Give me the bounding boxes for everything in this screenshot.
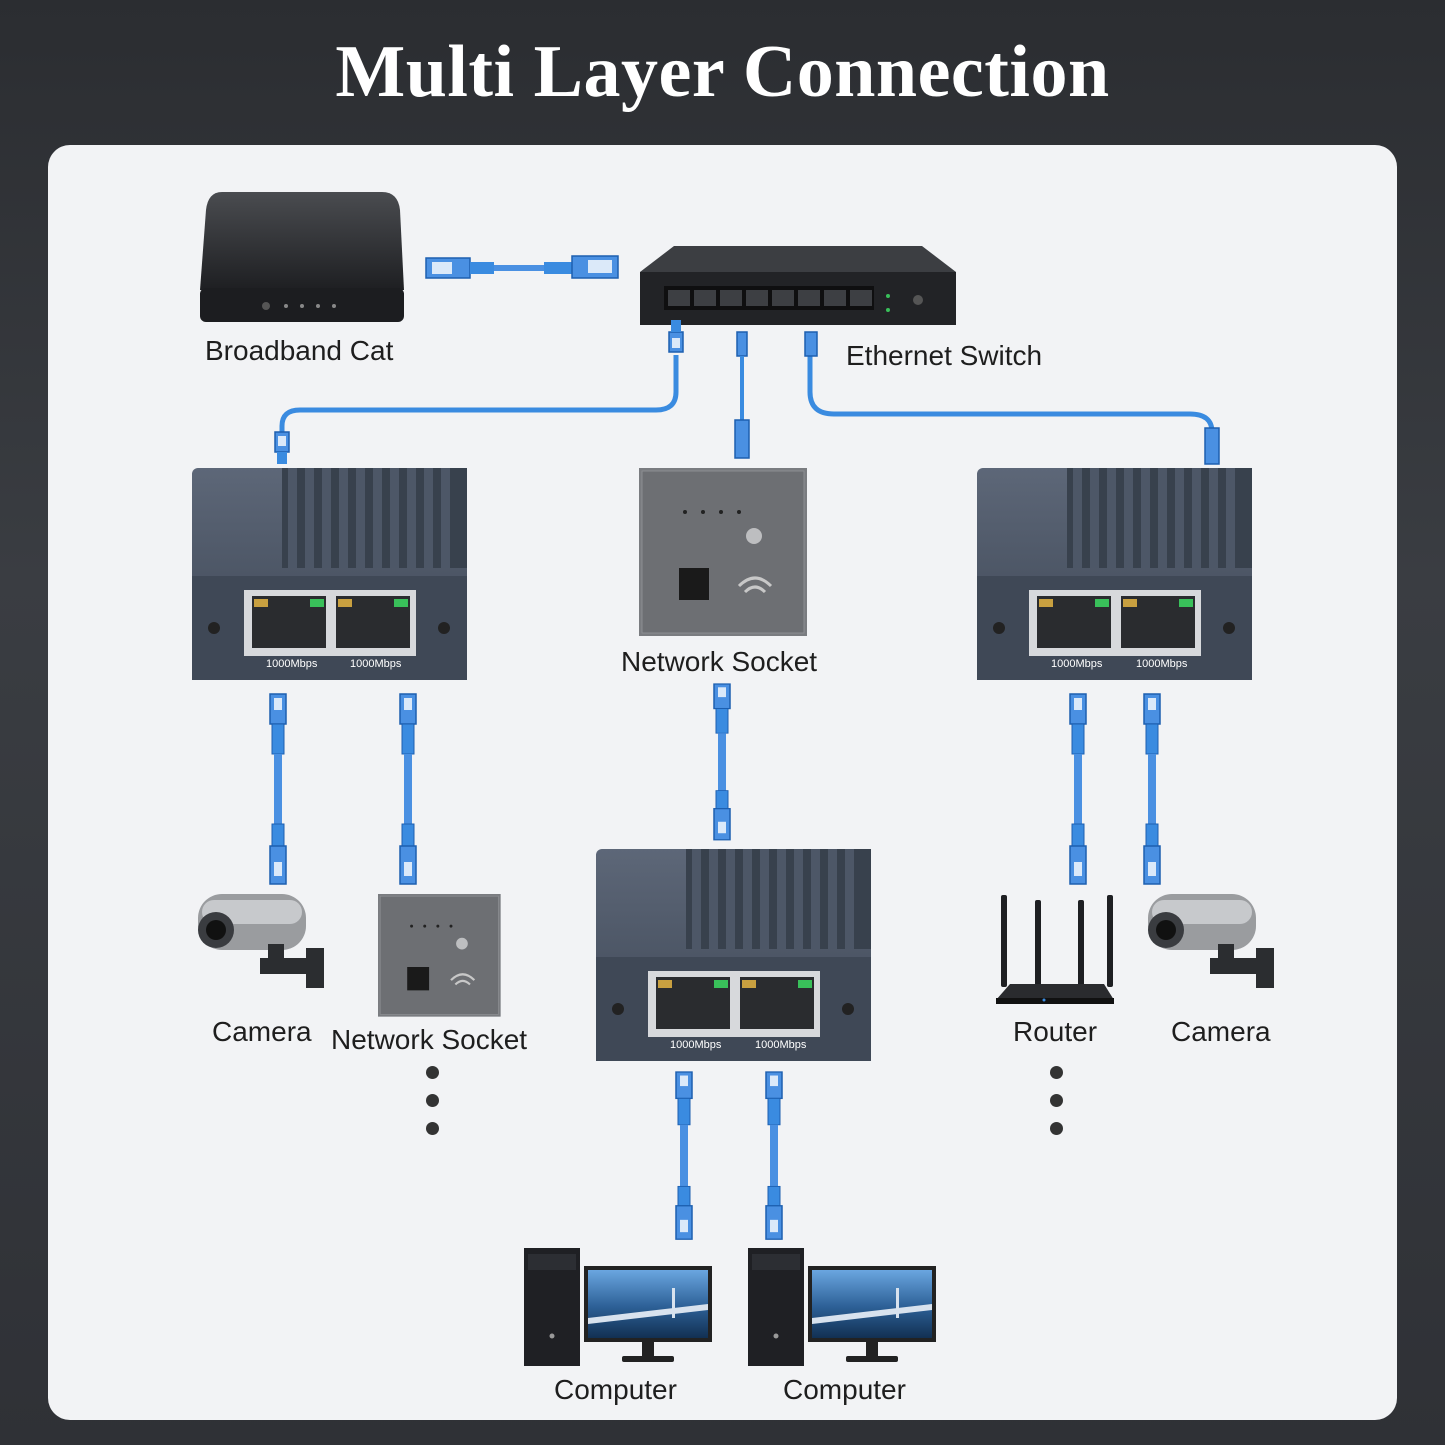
cable-splitter-right-to-camera (1143, 693, 1161, 885)
cable-splitter-left-to-camera (269, 693, 287, 885)
broadband-modem-icon (200, 192, 404, 322)
cable-splitter-right-to-router (1069, 693, 1087, 885)
label-computer-1: Computer (554, 1374, 677, 1405)
continuation-dots-right (1050, 1066, 1064, 1150)
splitter-left-port2-label: 1000Mbps (350, 658, 402, 670)
label-network-socket-top: Network Socket (621, 646, 818, 677)
splitter-center-port1-label: 1000Mbps (670, 1039, 722, 1051)
splitter-right-icon (977, 468, 1252, 680)
splitter-center-port2-label: 1000Mbps (755, 1039, 807, 1051)
cable-socket-to-center-splitter (713, 683, 731, 841)
splitter-left-icon (192, 468, 467, 680)
page-title: Multi Layer Connection (335, 31, 1110, 113)
cable-center-to-computer-1 (675, 1071, 693, 1240)
cable-splitter-left-to-socket (399, 693, 417, 885)
splitter-right-port2-label: 1000Mbps (1136, 658, 1188, 670)
camera-left-icon (198, 894, 324, 988)
label-camera-right: Camera (1171, 1016, 1271, 1047)
label-router: Router (1013, 1016, 1098, 1047)
label-computer-2: Computer (783, 1374, 906, 1405)
ethernet-switch-icon (640, 246, 956, 325)
camera-right-icon (1148, 894, 1274, 988)
continuation-dots-left (426, 1066, 440, 1150)
label-camera-left: Camera (212, 1016, 312, 1047)
label-ethernet-switch: Ethernet Switch (846, 340, 1043, 371)
network-socket-left-icon (376, 892, 502, 1018)
router-icon (996, 895, 1114, 1004)
computer-1-icon (524, 1248, 712, 1366)
network-socket-top-icon (637, 466, 809, 638)
label-network-socket-left: Network Socket (331, 1024, 528, 1055)
cable-switch-to-left-splitter (274, 319, 684, 465)
computer-2-icon (748, 1248, 936, 1366)
splitter-left-port1-label: 1000Mbps (266, 658, 318, 670)
splitter-center-icon (596, 849, 871, 1061)
cable-center-to-computer-2 (765, 1071, 783, 1240)
splitter-right-port1-label: 1000Mbps (1051, 658, 1103, 670)
cable-modem-to-switch (425, 255, 619, 279)
label-broadband-cat: Broadband Cat (205, 335, 394, 366)
cable-switch-to-right-splitter (804, 331, 1220, 465)
cable-switch-to-network-socket (734, 331, 750, 459)
